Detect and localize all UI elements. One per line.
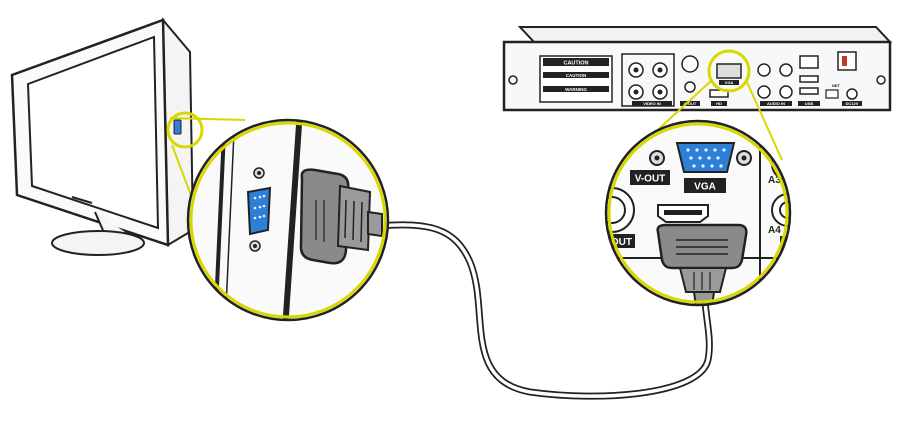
dvr-zoom-view: OUT V-OUT VGA A3 A4 A	[606, 121, 793, 305]
monitor-port-highlight	[166, 111, 204, 149]
net-label: NET	[832, 83, 841, 88]
audio-in-label: AUDIO IN	[767, 101, 785, 106]
hd-label: HD	[716, 101, 722, 106]
zoom-vga-label: VGA	[694, 182, 716, 193]
dvr-port-highlight	[707, 49, 751, 93]
dvr-recorder: CAUTION CAUTION WARNING VIDEO IN A-OUT V…	[502, 26, 893, 112]
monitor-vga-port-icon	[246, 186, 272, 236]
dc-label: DC12V	[846, 101, 859, 106]
caution-label: CAUTION	[563, 61, 588, 67]
zoom-a-label: A	[786, 239, 793, 250]
monitor	[10, 17, 195, 256]
zoom-a3-label: A3	[768, 175, 781, 186]
zoom-a4-label: A4	[768, 225, 781, 236]
dvr-vga-port-icon	[675, 142, 736, 173]
dvr-vga-plug	[656, 223, 748, 305]
warning-label: WARNING	[565, 87, 587, 92]
zoom-out-label: OUT	[611, 237, 632, 248]
a-out-label: A-OUT	[684, 101, 697, 106]
video-in-label: VIDEO IN	[643, 101, 661, 106]
vga-small-label: VGA	[725, 80, 734, 85]
monitor-zoom-view	[188, 120, 388, 320]
monitor-vga-plug	[299, 168, 383, 265]
zoom-v-out-label: V-OUT	[635, 174, 666, 185]
vga-cable	[374, 221, 713, 400]
caution2-label: CAUTION	[566, 73, 587, 78]
usb-label: USB	[805, 101, 814, 106]
